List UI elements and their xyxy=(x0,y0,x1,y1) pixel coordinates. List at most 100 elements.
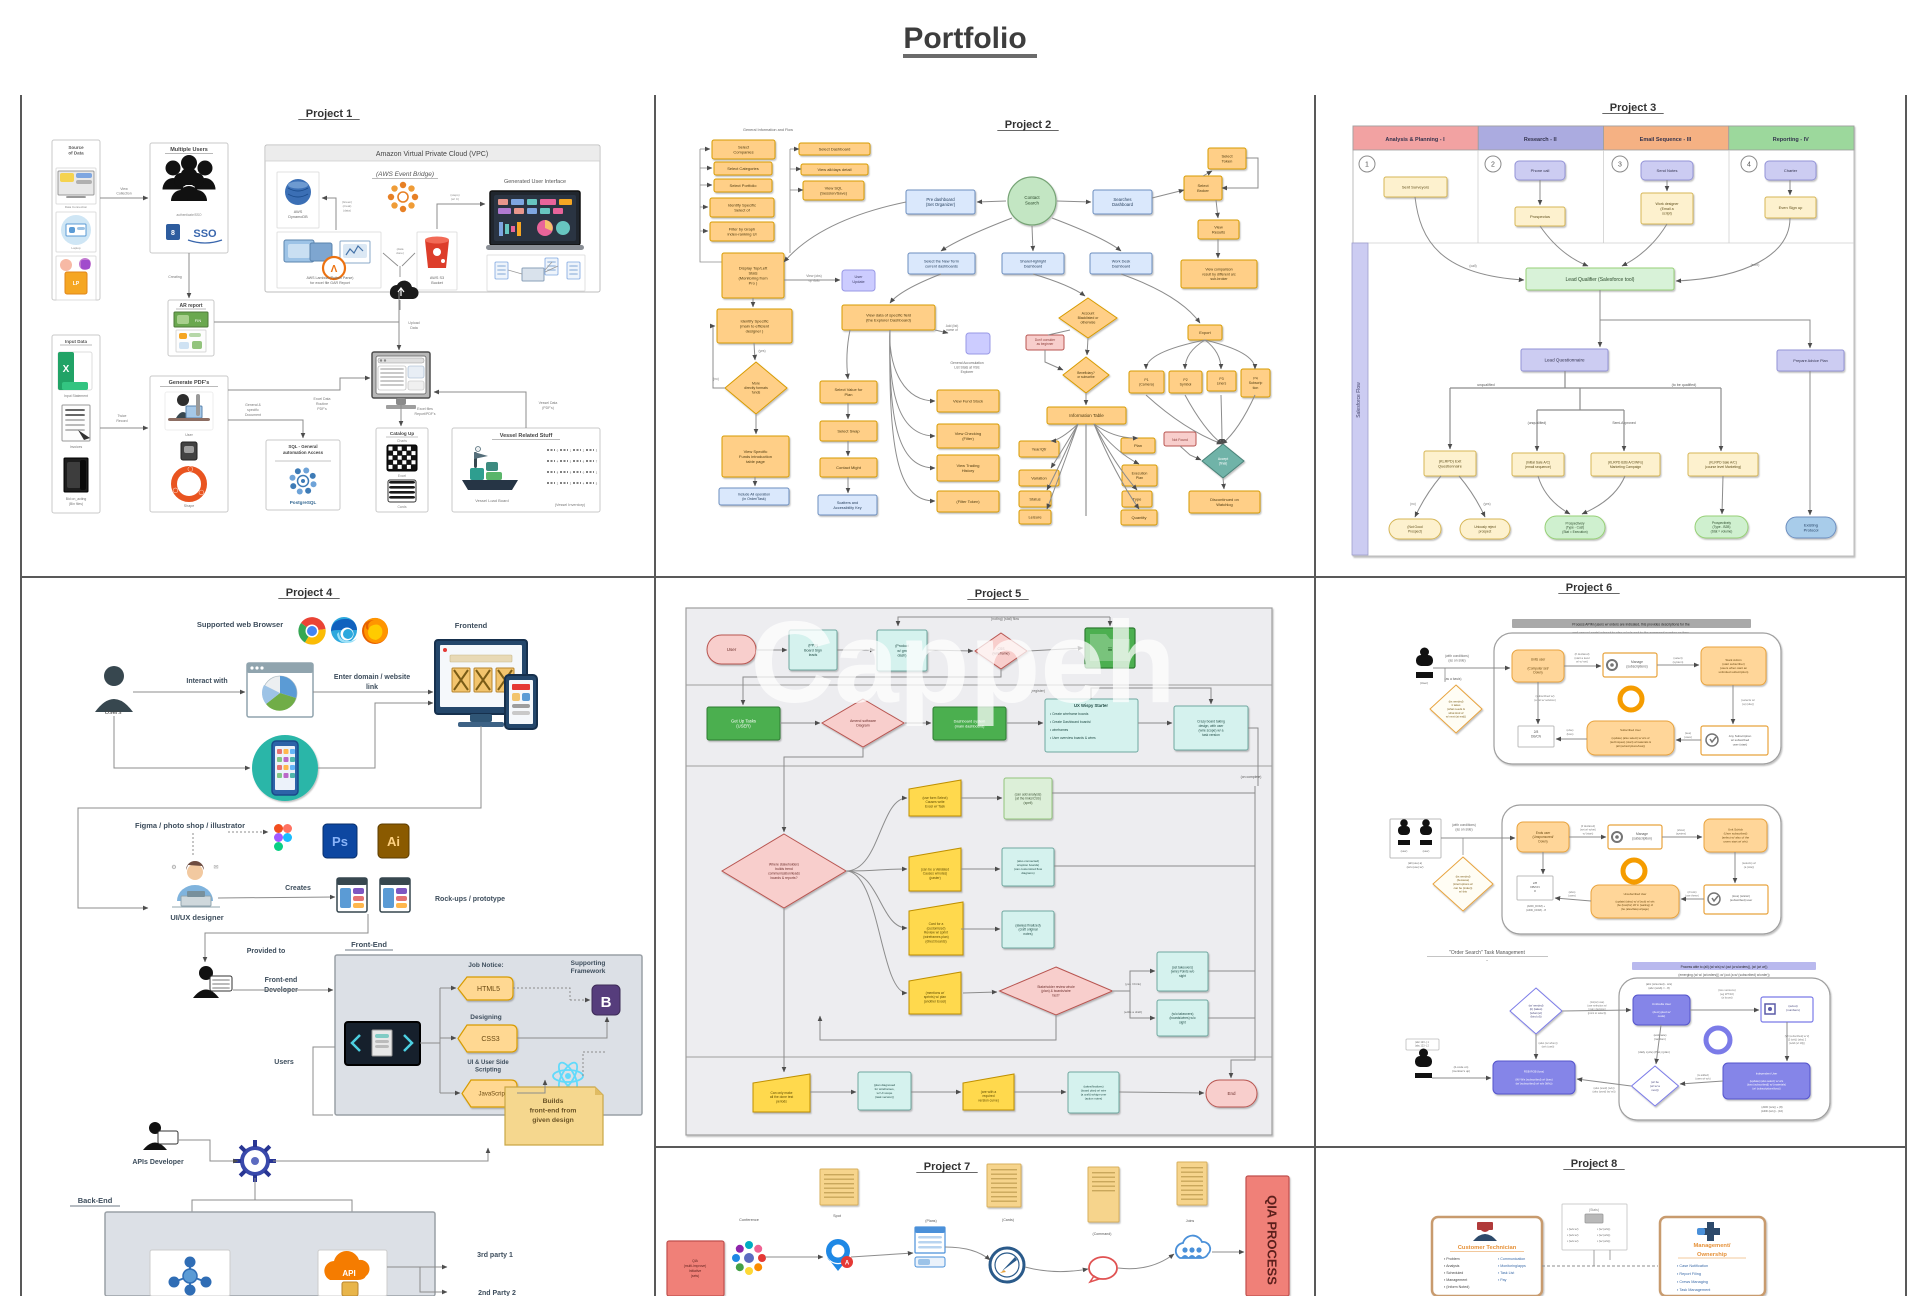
svg-text:Excel Data: Excel Data xyxy=(314,397,331,401)
svg-text:Quantity: Quantity xyxy=(1132,515,1147,520)
svg-text:Excel: Excel xyxy=(398,474,407,478)
svg-text:4: 4 xyxy=(583,482,585,486)
svg-text:notes): notes) xyxy=(1023,932,1032,936)
svg-text:Select: Select xyxy=(1197,183,1209,188)
svg-text:(system): (system) xyxy=(1676,832,1686,836)
svg-text:(numbers): (numbers) xyxy=(1786,1008,1800,1012)
svg-text:(in Order/Task): (in Order/Task) xyxy=(742,497,766,501)
svg-text:Pre dashboard: Pre dashboard xyxy=(926,197,955,202)
svg-text:unlimited subscription): unlimited subscription) xyxy=(1719,670,1749,674)
svg-text:sight: sight xyxy=(1179,974,1186,978)
svg-text:Dashboard: Dashboard xyxy=(1112,202,1134,207)
svg-text:Phone call: Phone call xyxy=(1531,168,1550,173)
svg-text:1: 1 xyxy=(1365,162,1369,169)
svg-text:fast?: fast? xyxy=(1052,993,1059,997)
svg-text:(USER): (USER) xyxy=(736,724,751,729)
svg-text:Units user: Units user xyxy=(1531,658,1546,662)
svg-text:(its needed): (its needed) xyxy=(1456,874,1471,878)
svg-text:(Computer set/: (Computer set/ xyxy=(1527,666,1548,670)
svg-text:▪ (w/s w/): ▪ (w/s w/) xyxy=(1567,1233,1578,1237)
svg-text:Vessel Load Board: Vessel Load Board xyxy=(475,498,509,503)
svg-text:(takes/finalizes): (takes/finalizes) xyxy=(1083,1085,1103,1089)
svg-text:(email sequence): (email sequence) xyxy=(1525,465,1551,469)
svg-text:QIA: QIA xyxy=(692,1259,699,1263)
svg-text:(because): (because) xyxy=(1457,878,1470,882)
svg-text:SQL - General: SQL - General xyxy=(288,444,317,449)
svg-text:(craft original: (craft original xyxy=(1018,928,1037,932)
svg-text:(always finalized): (always finalized) xyxy=(1015,923,1040,927)
svg-text:can be (index)): can be (index)) xyxy=(1454,886,1473,890)
svg-text:(yes): (yes) xyxy=(1483,502,1490,506)
svg-text:(Green): (Green) xyxy=(342,200,352,204)
svg-text:2: 2 xyxy=(583,449,585,453)
svg-text:Select of: Select of xyxy=(734,207,750,212)
svg-text:(is added): (is added) xyxy=(1697,1073,1709,1077)
svg-text:(paster): (paster) xyxy=(929,876,940,880)
svg-text:▪ Monitoring/apps: ▪ Monitoring/apps xyxy=(1498,1264,1526,1268)
svg-text:automation Access: automation Access xyxy=(283,450,324,455)
svg-text:(Filter Token): (Filter Token) xyxy=(956,499,980,504)
svg-text:LP: LP xyxy=(73,281,80,287)
svg-text:Project 7: Project 7 xyxy=(924,1161,970,1173)
svg-text:(plan) & boards/wire: (plan) & boards/wire xyxy=(1041,989,1071,993)
svg-text:Select Dashboard: Select Dashboard xyxy=(819,146,851,151)
svg-text:w/ next (at end)): w/ next (at end)) xyxy=(1446,715,1466,719)
svg-text:(User): (User) xyxy=(1420,681,1428,685)
svg-text:(eg W7/10): (eg W7/10) xyxy=(1720,992,1734,996)
svg-text:users start w/ w/s): users start w/ w/s) xyxy=(1723,840,1747,844)
svg-text:▪ Task Management: ▪ Task Management xyxy=(1677,1288,1711,1292)
svg-text:View: View xyxy=(1214,224,1223,229)
svg-text:(be (loss)for) W/ in (waiting): (be (loss)for) W/ in (waiting) of xyxy=(1617,903,1653,907)
svg-text:otherwise: otherwise xyxy=(1081,321,1096,325)
svg-text:2: 2 xyxy=(1491,162,1495,169)
svg-text:(direct boards): (direct boards) xyxy=(925,939,946,943)
svg-text:Umbrella User: Umbrella User xyxy=(1652,1002,1671,1006)
svg-text:(another Excel): (another Excel) xyxy=(924,999,946,1003)
svg-text:5: 5 xyxy=(570,460,572,464)
svg-text:(action notes): (action notes) xyxy=(1085,1097,1103,1101)
svg-text:Send Notes: Send Notes xyxy=(1657,168,1678,173)
svg-text:(Email a: (Email a xyxy=(1660,207,1673,211)
svg-text:(users when start an: (users when start an xyxy=(1720,666,1748,670)
svg-text:Funds introduction: Funds introduction xyxy=(739,454,772,459)
svg-text:Project 8: Project 8 xyxy=(1571,1158,1617,1170)
svg-text:(subscribed) user: (subscribed) user xyxy=(1730,898,1752,902)
svg-text:Any Subscription: Any Subscription xyxy=(1729,734,1752,738)
svg-text:(a craft) w/sign-over: (a craft) w/sign-over xyxy=(1081,1093,1107,1097)
svg-text:2/8: 2/8 xyxy=(1534,730,1539,734)
svg-text:(wireframe): (wireframe) xyxy=(992,651,1009,655)
svg-text:(Session/Save): (Session/Save) xyxy=(820,190,848,195)
svg-text:P1: P1 xyxy=(1144,378,1148,382)
svg-text:Routine: Routine xyxy=(316,402,328,406)
svg-text:(board plan) w/ wire: (board plan) w/ wire xyxy=(1081,1089,1107,1093)
svg-text:Project 2: Project 2 xyxy=(1005,119,1051,131)
svg-text:w/ subscribed: w/ subscribed xyxy=(1731,738,1750,742)
svg-text:PostgreSQL: PostgreSQL xyxy=(290,500,317,505)
svg-text:(system): (system) xyxy=(1673,660,1684,664)
svg-text:(w/ be: (w/ be xyxy=(1651,1080,1659,1084)
svg-text:Vessel Data: Vessel Data xyxy=(539,401,558,405)
svg-text:Share/Highlight: Share/Highlight xyxy=(1020,259,1047,263)
svg-text:w/ UI scope: w/ UI scope xyxy=(877,1091,893,1095)
svg-text:Project 3: Project 3 xyxy=(1610,102,1656,114)
svg-text:Export: Export xyxy=(1199,330,1211,335)
svg-text:Data: Data xyxy=(410,326,418,330)
svg-text:(subscriptions): (subscriptions) xyxy=(1626,665,1647,669)
svg-text:(w/ C): (w/ C) xyxy=(451,197,459,201)
svg-text:Stats: Stats xyxy=(748,270,757,275)
svg-text:Dashboard system: Dashboard system xyxy=(954,719,986,723)
svg-text:Subscribed User: Subscribed User xyxy=(1620,728,1641,732)
svg-text:Contact Might: Contact Might xyxy=(836,465,862,470)
svg-text:▪ Crews Managing: ▪ Crews Managing xyxy=(1677,1280,1708,1284)
svg-text:2: 2 xyxy=(557,482,559,486)
svg-text:(what needs &: (what needs & xyxy=(1447,707,1465,711)
svg-text:(Bin files): (Bin files) xyxy=(69,502,83,506)
svg-text:done): done) xyxy=(396,251,404,255)
svg-text:Don't consider: Don't consider xyxy=(1035,338,1056,342)
svg-text:CSS: CSS xyxy=(998,647,1006,651)
svg-text:funds: funds xyxy=(752,391,761,395)
svg-text:Upload: Upload xyxy=(408,321,419,325)
svg-text:Unit Schick: Unit Schick xyxy=(1728,827,1744,831)
svg-text:1: 1 xyxy=(596,471,598,475)
svg-text:Front-End: Front-End xyxy=(351,940,387,949)
